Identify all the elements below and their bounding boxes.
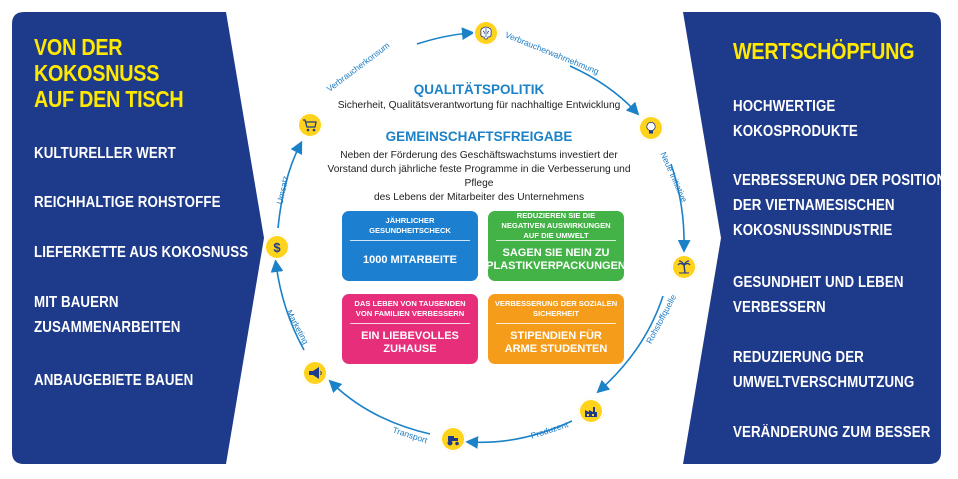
arrow-perception-to-initiative <box>569 65 640 116</box>
brain-icon <box>473 20 499 46</box>
card-divider <box>350 323 470 324</box>
card-bottom-text: SAGEN SIE NEIN ZU PLASTIKVERPACKUNGEN <box>488 247 624 272</box>
left-title-line-3: AUF DEN TISCH <box>34 86 184 112</box>
card-divider <box>496 240 616 241</box>
arrow-producer-to-transport <box>465 420 573 449</box>
card-top-text: REDUZIEREN SIE DIE NEGATIVEN AUSWIRKUNGE… <box>501 211 611 240</box>
right-item-text: VERBESSERN <box>733 299 826 316</box>
arrow-initiative-to-raw <box>670 163 691 253</box>
community-text-line: Vorstand durch jährliche feste Programme… <box>327 164 631 189</box>
card-bottom-text: STIPENDIEN FÜR ARME STUDENTEN <box>504 330 608 355</box>
card-environment: REDUZIEREN SIE DIE NEGATIVEN AUSWIRKUNGE… <box>488 211 624 281</box>
right-item-text: KOKOSPRODUKTE <box>733 123 858 140</box>
svg-text:$: $ <box>273 240 281 255</box>
left-item-text: ZUSAMMENARBEITEN <box>34 319 181 336</box>
left-title-line-2: KOKOSNUSS <box>34 60 160 86</box>
card-bottom-text: 1000 MITARBEITE <box>363 253 457 266</box>
megaphone-icon <box>302 360 328 386</box>
left-panel-background <box>12 12 264 464</box>
dollar-icon: $ <box>264 234 290 260</box>
card-social-security: VERBESSERUNG DER SOZIALEN SICHERHEIT STI… <box>488 294 624 364</box>
left-item-text: LIEFERKETTE AUS KOKOSNUSS <box>34 244 249 261</box>
right-item-products: HOCHWERTIGE KOKOSPRODUKTE <box>733 94 948 144</box>
community-text: Neben der Förderung des Geschäftswachstu… <box>318 149 640 205</box>
right-panel: WERTSCHÖPFUNG HOCHWERTIGE KOKOSPRODUKTE … <box>683 12 946 464</box>
community-text-line: des Lebens der Mitarbeiter des Unternehm… <box>373 192 585 203</box>
right-item-health: GESUNDHEIT UND LEBEN VERBESSERN <box>733 270 948 320</box>
arrow-dollar-to-cart <box>277 140 303 229</box>
right-item-text: REDUZIERUNG DER <box>733 349 864 366</box>
left-title-line-1: VON DER <box>34 34 123 60</box>
right-item-text: GESUNDHEIT UND LEBEN <box>733 274 904 291</box>
card-bottom-text: EIN LIEBEVOLLES ZUHAUSE <box>361 330 459 355</box>
palm-tree-icon <box>671 254 697 280</box>
card-health-check: JÄHRLICHER GESUNDHEITSCHECK 1000 MITARBE… <box>342 211 478 281</box>
left-item-text: KULTURELLER WERT <box>34 145 176 162</box>
right-panel-background <box>683 12 941 464</box>
right-item-pollution: REDUZIERUNG DER UMWELTVERSCHMUTZUNG <box>733 345 948 395</box>
card-top-text: JÄHRLICHER GESUNDHEITSCHECK <box>369 216 451 235</box>
right-item-text: UMWELTVERSCHMUTZUNG <box>733 374 915 391</box>
arrow-transport-to-marketing <box>328 379 431 435</box>
quality-text: Sicherheit, Qualitätsverantwortung für n… <box>337 100 621 111</box>
right-panel-title: WERTSCHÖPFUNG <box>733 38 915 64</box>
community-text-line: Neben der Förderung des Geschäftswachstu… <box>340 150 618 161</box>
left-item-text: REICHHALTIGE ROHSTOFFE <box>34 194 221 211</box>
left-item-farmers: MIT BAUERN ZUSAMMENARBEITEN <box>34 290 249 340</box>
right-item-text: VERBESSERUNG DER POSITION <box>733 172 947 189</box>
card-families: DAS LEBEN VON TAUSENDEN VON FAMILIEN VER… <box>342 294 478 364</box>
right-item-text: VERÄNDERUNG ZUM BESSER <box>733 424 931 441</box>
shopping-cart-icon <box>297 112 323 138</box>
arrow-raw-to-producer <box>596 295 664 394</box>
left-item-text: MIT BAUERN <box>34 294 119 311</box>
factory-icon <box>578 398 604 424</box>
card-top-text: DAS LEBEN VON TAUSENDEN VON FAMILIEN VER… <box>354 299 466 318</box>
tractor-icon <box>440 426 466 452</box>
card-divider <box>350 240 470 241</box>
left-panel: VON DER KOKOSNUSS AUF DEN TISCH KULTUREL… <box>12 12 270 464</box>
community-heading: GEMEINSCHAFTSFREIGABE <box>385 129 573 144</box>
right-item-text: DER VIETNAMESISCHEN <box>733 197 895 214</box>
arrow-consumption-to-perception <box>416 27 475 45</box>
right-item-text: HOCHWERTIGE <box>733 98 836 115</box>
left-item-text: ANBAUGEBIETE BAUEN <box>34 372 194 389</box>
arrow-marketing-to-dollar <box>270 259 305 351</box>
left-panel-title: VON DER KOKOSNUSS AUF DEN TISCH <box>34 34 184 112</box>
left-item-supply-chain: LIEFERKETTE AUS KOKOSNUSS <box>34 240 249 265</box>
right-item-text: KOKOSNUSSINDUSTRIE <box>733 222 893 239</box>
right-item-change: VERÄNDERUNG ZUM BESSER <box>733 420 948 445</box>
left-item-cultivation: ANBAUGEBIETE BAUEN <box>34 368 249 393</box>
lightbulb-icon <box>638 115 664 141</box>
quality-heading: QUALITÄTSPOLITIK <box>413 82 545 97</box>
left-item-cultural-value: KULTURELLER WERT <box>34 141 249 166</box>
left-item-raw-materials: REICHHALTIGE ROHSTOFFE <box>34 190 249 215</box>
card-top-text: VERBESSERUNG DER SOZIALEN SICHERHEIT <box>494 299 618 318</box>
right-item-industry-position: VERBESSERUNG DER POSITION DER VIETNAMESI… <box>733 168 948 243</box>
card-divider <box>496 323 616 324</box>
